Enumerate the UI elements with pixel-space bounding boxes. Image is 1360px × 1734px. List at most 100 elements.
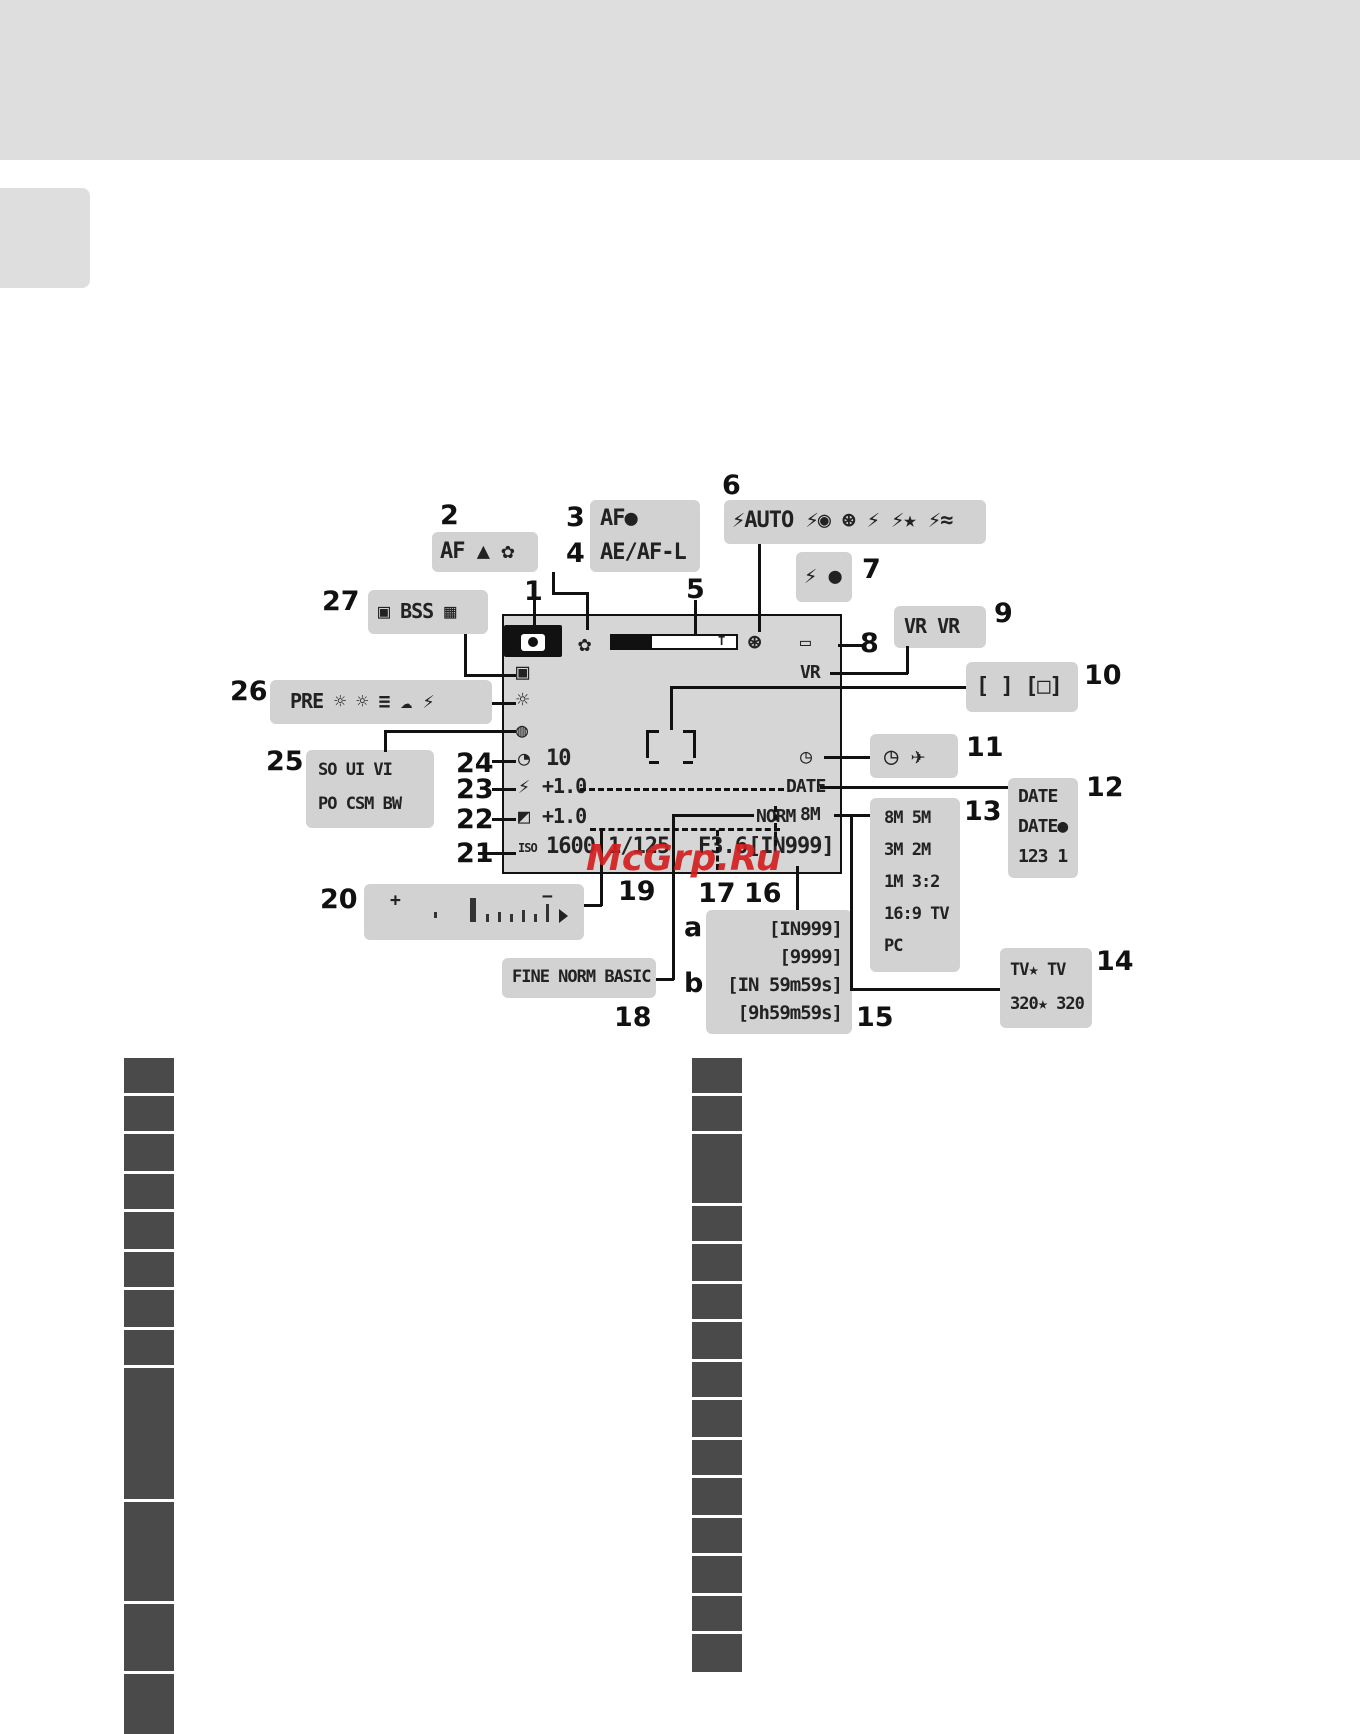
ev-scale-tick: [534, 914, 537, 922]
leader-line-20: [584, 904, 602, 907]
leader-line-21: [478, 852, 516, 855]
leader-line-25: [384, 730, 387, 752]
shutter-speed-value: 1/125: [608, 834, 670, 859]
table-row-header: [692, 1518, 742, 1556]
continuous-indicator-icon: ▣: [516, 660, 529, 685]
vr-options-box: VR VR: [894, 606, 986, 648]
callout-16: 16: [744, 878, 782, 909]
image-mode-row-3: 1M 3:2: [884, 872, 940, 892]
table-row-header: [124, 1330, 174, 1368]
leader-line-5: [694, 600, 697, 634]
flash-ready-icon: ⚡ ●: [804, 564, 842, 589]
table-row-header: [124, 1252, 174, 1290]
zoom-t-label: T: [718, 634, 725, 648]
table-row-header: [692, 1206, 742, 1244]
clock-indicator-icon: ◷: [800, 744, 812, 768]
af-area-icons: [ ] [□]: [976, 674, 1063, 699]
image-mode-row-1: 8M 5M: [884, 808, 931, 828]
flash-mode-icons: ⚡AUTO ⚡◉ ⊛ ⚡ ⚡★ ⚡≈: [732, 508, 953, 533]
page-header-band: [0, 0, 1360, 160]
callout-17: 17: [698, 878, 736, 909]
date-imprint-3: 123 1: [1018, 846, 1068, 867]
flash-ready-box: ⚡ ●: [796, 552, 852, 602]
callout-21: 21: [456, 838, 494, 869]
leader-line-22: [492, 818, 516, 821]
callout-9: 9: [994, 598, 1013, 629]
focus-mode-icons: AF ▲ ✿: [440, 539, 514, 564]
leader-line-15: [796, 866, 799, 910]
callout-22: 22: [456, 804, 494, 835]
color-options-row-1: SO UI VI: [318, 760, 393, 780]
image-mode-box: 8M 5M 3M 2M 1M 3:2 16:9 TV PC: [870, 798, 960, 972]
callout-4: 4: [566, 538, 585, 569]
macro-icon: ✿: [578, 632, 591, 657]
callout-27: 27: [322, 586, 360, 617]
leader-line-14: [850, 814, 853, 990]
exposure-compensation-value: +1.0: [542, 804, 587, 828]
ev-scale-tick: [486, 914, 489, 922]
table-row-header: [692, 1284, 742, 1322]
table-row-header: [692, 1244, 742, 1284]
leader-line-27: [464, 674, 516, 677]
callout-20: 20: [320, 884, 358, 915]
leader-line-6: [758, 544, 761, 632]
movie-option-row-2: 320★ 320: [1010, 994, 1085, 1014]
table-row-header: [692, 1134, 742, 1206]
color-options-row-2: PO CSM BW: [318, 794, 402, 814]
table-row-header: [124, 1134, 174, 1174]
ev-scale-tick: [510, 914, 513, 922]
callout-8: 8: [860, 628, 879, 659]
aperture-value: F3.6: [698, 834, 748, 859]
date-indicator: DATE: [786, 776, 826, 797]
ev-scale-tick: [434, 912, 437, 918]
self-timer-icon: ◔: [518, 746, 530, 770]
af-area-box: [ ] [□]: [966, 662, 1078, 712]
exposures-remaining-value: [IN999]: [748, 834, 835, 859]
date-imprint-2: DATE●: [1018, 816, 1068, 837]
table-row-header: [124, 1058, 174, 1096]
continuous-icons: ▣ BSS ▦: [378, 599, 456, 623]
movie-option-row-1: TV★ TV: [1010, 960, 1066, 980]
leader-line-10: [670, 686, 673, 730]
dashed-leader-17: [716, 830, 719, 870]
af-indicator: AF●: [600, 506, 638, 531]
leader-line-18: [656, 978, 674, 981]
exposures-remaining-box: [IN999] [9999] [IN 59m59s] [9h59m59s]: [706, 910, 852, 1034]
leader-line-9: [830, 672, 908, 675]
table-row-header: [124, 1096, 174, 1134]
table-row-header: [692, 1400, 742, 1440]
callout-6: 6: [722, 470, 741, 501]
callout-14: 14: [1096, 946, 1134, 977]
table-row-header: [124, 1212, 174, 1252]
callout-26: 26: [230, 676, 268, 707]
table-row-header: [692, 1322, 742, 1362]
callout-18: 18: [614, 1002, 652, 1033]
table-row-header: [124, 1502, 174, 1604]
focus-area-bracket: [646, 730, 696, 758]
leader-line-10: [670, 686, 966, 689]
leader-line-9: [906, 646, 909, 674]
leader-line-25: [384, 730, 516, 733]
dashed-leader-23: [580, 788, 784, 791]
callout-7: 7: [862, 554, 881, 585]
table-row-header: [692, 1634, 742, 1672]
leader-line-14: [850, 988, 1000, 991]
clock-box: ◷ ✈: [870, 734, 958, 778]
leader-line-12: [820, 786, 1008, 789]
exposure-compensation-icon: ◩: [518, 804, 530, 828]
clock-icons: ◷ ✈: [884, 742, 925, 770]
callout-15: 15: [856, 1002, 894, 1033]
focus-mode-box: AF ▲ ✿: [432, 532, 538, 572]
leader-line-27: [464, 634, 467, 676]
date-imprint-box: DATE DATE● 123 1: [1008, 778, 1078, 878]
table-row-header: [124, 1174, 174, 1212]
ev-minus-sign: −: [542, 886, 553, 907]
continuous-options-box: ▣ BSS ▦: [368, 590, 488, 634]
color-option-indicator-icon: ◍: [516, 718, 528, 742]
image-mode-row-5: PC: [884, 936, 904, 956]
flash-on-icon: ⊛: [748, 630, 761, 655]
callout-b: b: [684, 968, 704, 999]
callout-25: 25: [266, 746, 304, 777]
table-row-header: [692, 1362, 742, 1400]
shooting-mode-camera-icon: [504, 625, 562, 657]
